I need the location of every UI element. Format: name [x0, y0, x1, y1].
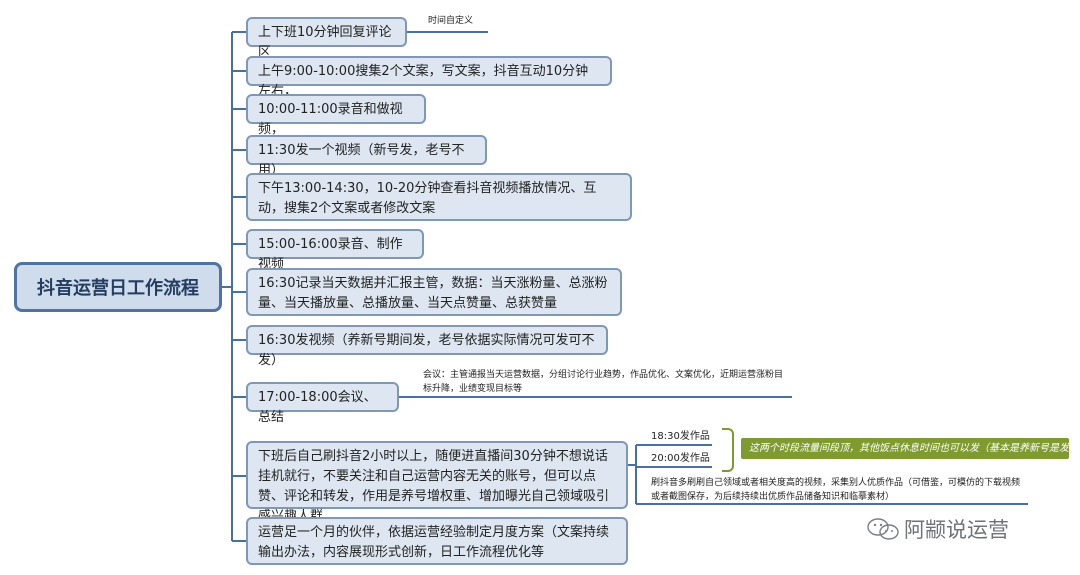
branch-node-b11: 运营足一个月的伙伴，依据运营经验制定月度方案（文案持续输出办法，内容展现形式创新…	[246, 517, 628, 565]
branch-node-b6: 15:00-16:00录音、制作视频	[246, 229, 424, 272]
watermark-text: 阿颛说运营	[904, 518, 1009, 542]
tag-post-2000: 20:00发作品	[651, 453, 710, 464]
tag-post-1830: 18:30发作品	[651, 431, 710, 442]
branch-node-b9: 17:00-18:00会议、总结	[246, 382, 399, 425]
branch-node-b1: 上下班10分钟回复评论区	[246, 17, 407, 60]
branch-node-b4: 11:30发一个视频（新号发，老号不用）	[246, 135, 487, 178]
note-time-custom: 时间自定义	[428, 16, 474, 26]
branch-node-b5: 下午13:00-14:30，10-20分钟查看抖音视频播放情况、互动，搜集2个文…	[246, 173, 632, 221]
wechat-icon	[867, 518, 899, 540]
note-meeting: 会议：主管通报当天运营数据，分组讨论行业趋势，作品优化、文案优化，近期运营涨粉目…	[423, 370, 784, 394]
root-node: 抖音运营日工作流程	[14, 262, 222, 312]
branch-node-b2: 上午9:00-10:00搜集2个文案，写文案，抖音互动10分钟左右，	[246, 56, 612, 99]
note-browse: 刷抖音多刷刷自己领域或者相关度高的视频，采集别人优质作品（可借鉴，可模仿的下载视…	[651, 478, 1021, 502]
branch-node-b8: 16:30发视频（养新号期间发，老号依据实际情况可发可不发）	[246, 325, 608, 368]
branch-node-b10: 下班后自己刷抖音2小时以上，随便进直播间30分钟不想说话挂机就行，不要关注和自己…	[246, 441, 628, 524]
branch-node-b7: 16:30记录当天数据并汇报主管，数据：当天涨粉量、总涨粉量、当天播放量、总播放…	[246, 268, 622, 316]
callout-label: 这两个时段流量间段顶，其他饭点休息时间也可以发（基本是养新号是发）	[741, 438, 1079, 459]
bracket-shape	[722, 428, 734, 472]
watermark: 阿颛说运营	[866, 516, 1056, 542]
branch-node-b3: 10:00-11:00录音和做视频，	[246, 94, 426, 137]
